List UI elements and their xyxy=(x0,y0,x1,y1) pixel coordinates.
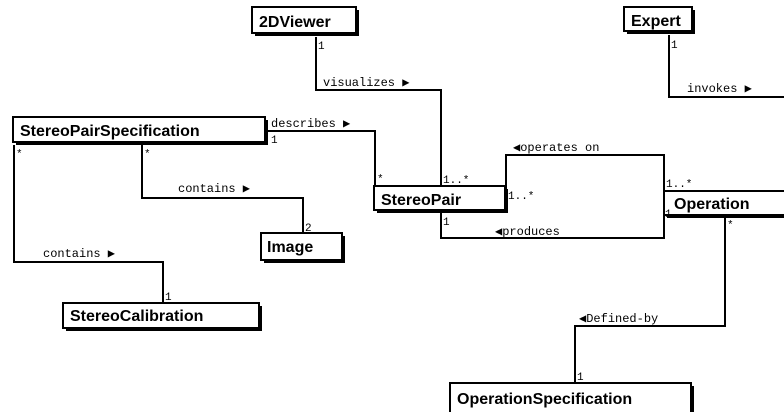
assoc-produces-label: ◀produces xyxy=(495,225,560,239)
class-operation-name: Operation xyxy=(674,196,750,213)
mult-describes-spec: 1 xyxy=(271,135,278,147)
mult-invokes-expert: 1 xyxy=(671,40,678,52)
class-stereopairspecification-name: StereoPairSpecification xyxy=(20,123,200,140)
class-2dviewer-name: 2DViewer xyxy=(259,14,331,31)
mult-contains-image-image: 2 xyxy=(305,223,312,235)
assoc-contains-calibration-line xyxy=(13,145,164,303)
class-stereopair-name: StereoPair xyxy=(381,192,461,209)
class-stereopair[interactable]: StereoPair xyxy=(373,185,508,213)
class-expert-name: Expert xyxy=(631,13,681,30)
class-image[interactable]: Image xyxy=(260,232,345,263)
assoc-contains-calibration-label: contains ▶ xyxy=(43,247,116,261)
assoc-describes-line xyxy=(268,130,376,186)
mult-visualizes-pair: 1..* xyxy=(443,175,469,187)
class-stereocalibration[interactable]: StereoCalibration xyxy=(62,302,262,331)
class-stereopairspecification[interactable]: StereoPairSpecification xyxy=(12,116,268,145)
class-operation[interactable]: Operation xyxy=(663,190,784,218)
class-stereocalibration-name: StereoCalibration xyxy=(70,308,203,325)
class-image-name: Image xyxy=(267,239,313,256)
assoc-invokes-label: invokes ▶ xyxy=(687,82,753,96)
mult-produces-op: 1 xyxy=(665,209,672,221)
mult-operates-on-pair: 1..* xyxy=(508,191,534,203)
assoc-visualizes-label: visualizes ▶ xyxy=(323,76,410,90)
mult-operates-on-op: 1..* xyxy=(666,179,692,191)
mult-defined-by-opspec: 1 xyxy=(577,372,584,384)
assoc-visualizes-line xyxy=(315,37,442,186)
assoc-contains-image-label: contains ▶ xyxy=(178,182,251,196)
class-operationspecification[interactable]: OperationSpecification xyxy=(449,382,694,412)
assoc-defined-by-line xyxy=(574,215,726,383)
mult-defined-by-op: * xyxy=(727,220,734,232)
assoc-operates-on-line xyxy=(505,154,665,191)
mult-contains-calibration-spec: * xyxy=(16,149,23,161)
mult-visualizes-viewer: 1 xyxy=(318,41,325,53)
assoc-produces-line xyxy=(440,212,665,239)
assoc-defined-by-label: ◀Defined-by xyxy=(579,312,658,326)
assoc-contains-image-line xyxy=(141,145,304,233)
assoc-operates-on-label: ◀operates on xyxy=(513,141,599,155)
class-expert[interactable]: Expert xyxy=(623,6,695,34)
assoc-invokes-line xyxy=(668,35,784,98)
class-operationspecification-name: OperationSpecification xyxy=(457,391,632,408)
assoc-describes-label: describes ▶ xyxy=(271,117,351,131)
mult-describes-pair: * xyxy=(377,174,384,186)
mult-produces-pair: 1 xyxy=(443,217,450,229)
class-2dviewer[interactable]: 2DViewer xyxy=(251,6,359,36)
mult-contains-calibration-calib: 1 xyxy=(165,292,172,304)
mult-contains-image-spec: * xyxy=(144,149,151,161)
